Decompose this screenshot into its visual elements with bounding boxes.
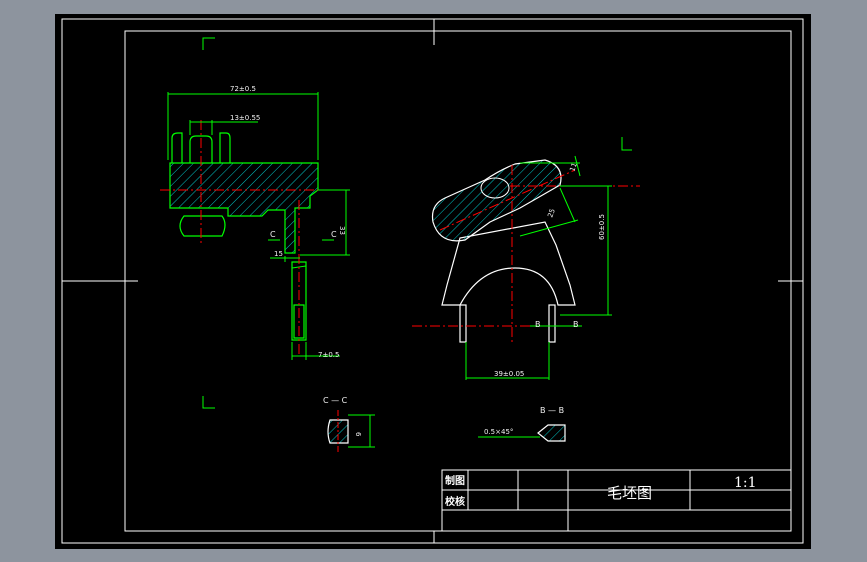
top-lugs <box>171 132 231 163</box>
dim-radius-11: 11 <box>568 162 579 173</box>
front-view: 72±0.5 13±0.55 33 15 7±0.5 C C <box>160 85 350 360</box>
center-marks <box>62 19 803 543</box>
section-cc-title: C — C <box>323 396 348 405</box>
section-bb-title: B — B <box>540 406 564 415</box>
body-section <box>169 162 319 254</box>
drawing-scale: 1:1 <box>734 475 757 491</box>
dim-section-thickness: 6 <box>354 432 362 437</box>
dim-fork-height: 60±0.5 <box>598 214 606 240</box>
dim-slot-width: 13±0.55 <box>230 114 260 122</box>
drawing-title: 毛坯图 <box>607 484 652 502</box>
dim-fork-opening: 39±0.05 <box>494 370 524 378</box>
drawing-sheet <box>55 14 811 549</box>
fork-tip-right <box>548 304 556 343</box>
dim-height-33: 33 <box>338 226 346 235</box>
lower-boss <box>179 215 226 237</box>
corner-marks <box>202 37 632 409</box>
section-b-right: B <box>573 320 579 329</box>
dim-angle-25: 25 <box>546 208 557 219</box>
dim-chamfer: 0.5×45° <box>484 428 513 436</box>
dim-rod-7: 7±0.5 <box>318 351 339 359</box>
dim-width-15: 15 <box>274 250 283 258</box>
arm-section <box>431 159 562 242</box>
section-b-left: B <box>535 320 541 329</box>
section-c-left: C <box>270 230 276 239</box>
side-view: 39±0.05 60±0.5 25 11 B B <box>412 155 640 380</box>
section-c-right: C <box>331 230 337 239</box>
section-cc: C — C 6 <box>323 396 375 452</box>
fork-body <box>441 221 576 306</box>
dim-overall-width: 72±0.5 <box>230 85 256 93</box>
rod <box>291 261 307 341</box>
title-block <box>441 469 792 532</box>
title-block-drawn-label: 制图 <box>445 474 465 487</box>
section-bb: B — B 0.5×45° <box>478 406 566 442</box>
fork-tip-left <box>459 304 467 343</box>
title-block-checked-label: 校核 <box>445 495 465 508</box>
